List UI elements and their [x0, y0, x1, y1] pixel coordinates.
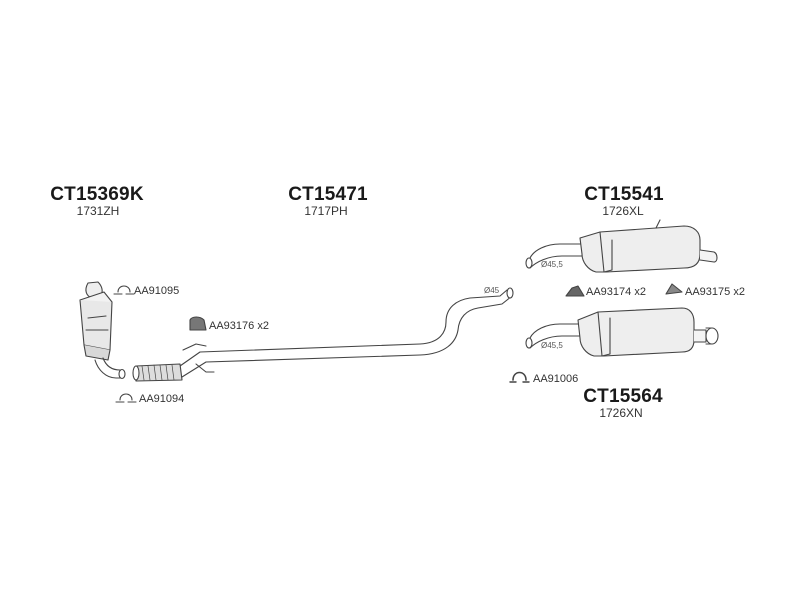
- bracket-icon: [665, 283, 683, 295]
- pipe-diameter-label: Ø45: [484, 286, 500, 295]
- catalytic-converter: [79, 281, 126, 380]
- part-ref-middle-pipe: 1717PH: [304, 204, 348, 218]
- clamp-label: AA93175 x2: [685, 286, 745, 298]
- clamp-label: AA93176 x2: [209, 320, 269, 332]
- part-ref-catalyst: 1731ZH: [76, 204, 120, 218]
- part-code-catalyst: CT15369K: [50, 184, 144, 205]
- clamp-label: AA93174 x2: [586, 286, 646, 298]
- clamp-label: AA91095: [134, 285, 180, 297]
- part-code-rear-silencer-upper: CT15541: [584, 184, 664, 205]
- part-code-rear-silencer-lower: CT15564: [583, 386, 663, 407]
- clamp-icon: [115, 393, 137, 403]
- upper-diameter-label: Ø45,5: [541, 260, 563, 269]
- part-ref-rear-silencer-upper: 1726XL: [602, 204, 644, 218]
- part-code-middle-pipe: CT15471: [288, 184, 368, 205]
- clamp-label: AA91094: [139, 393, 185, 405]
- clamp-icon: [113, 285, 135, 295]
- clamp-icon: [509, 371, 530, 383]
- rear-silencer-lower: [525, 307, 719, 357]
- lower-diameter-label: Ø45,5: [541, 341, 563, 350]
- part-ref-rear-silencer-lower: 1726XN: [599, 406, 643, 420]
- rear-silencer-upper: [525, 219, 718, 273]
- bracket-icon: [565, 285, 585, 297]
- middle-pipe: [132, 287, 514, 382]
- clamp-label: AA91006: [533, 373, 579, 385]
- bracket-icon: [189, 316, 207, 331]
